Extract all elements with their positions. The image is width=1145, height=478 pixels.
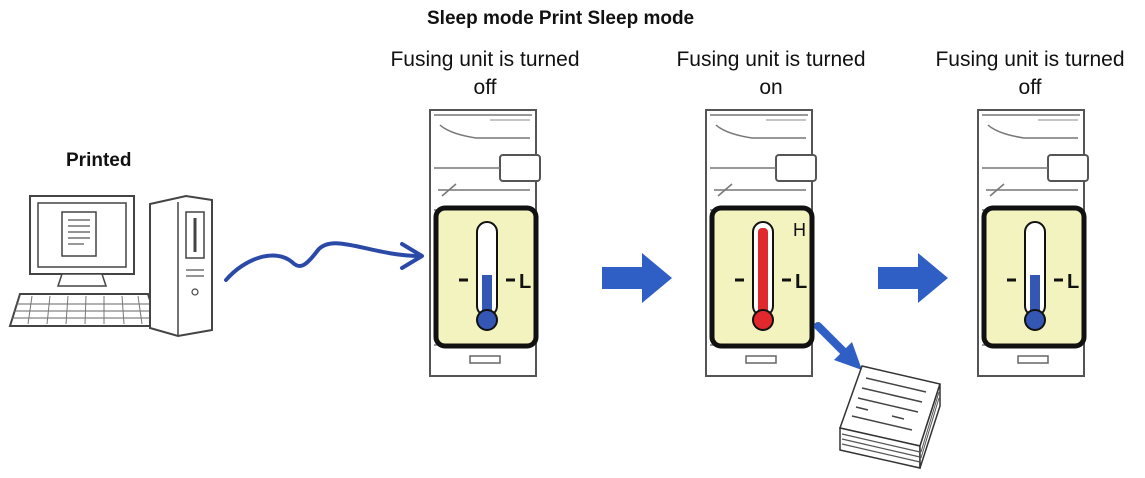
flow-arrow-1 <box>602 253 672 303</box>
pc-label: Printed <box>66 150 132 171</box>
label-low-2: L <box>795 271 807 293</box>
stage-3-caption-line1: Fusing unit is turned <box>935 48 1125 71</box>
fusing-panel-3 <box>981 205 1087 349</box>
mercury-hot <box>758 228 768 315</box>
label-high: H <box>793 220 806 240</box>
stage-2-caption-line2: on <box>759 76 783 99</box>
stage-3-caption-line2: off <box>1018 76 1042 99</box>
computer-keyboard <box>8 293 160 327</box>
diagram-title: Sleep mode Print Sleep mode <box>427 8 695 29</box>
mercury-cold-1 <box>482 275 492 315</box>
stage-3-caption: Fusing unit is turned off <box>905 46 1145 102</box>
printer-1 <box>429 109 541 377</box>
printer-2 <box>705 109 817 377</box>
stage-2-caption: Fusing unit is turned on <box>646 46 896 102</box>
printer-3 <box>977 109 1089 377</box>
print-signal-arrow <box>224 241 424 282</box>
flow-arrow-2 <box>878 253 948 303</box>
stage-1-caption-line2: off <box>473 76 497 99</box>
stage-2-caption-line1: Fusing unit is turned <box>676 48 866 71</box>
stage-1-caption: Fusing unit is turned off <box>360 46 610 102</box>
label-low-1: L <box>519 271 531 293</box>
bulb-cold-3 <box>1024 309 1046 331</box>
bulb-hot <box>752 309 774 331</box>
output-arrow <box>814 322 862 370</box>
stage-1-caption-line1: Fusing unit is turned <box>390 48 580 71</box>
bulb-cold-1 <box>476 309 498 331</box>
label-low-3: L <box>1067 271 1079 293</box>
computer-tower <box>149 194 213 338</box>
computer-illustration <box>8 194 213 338</box>
computer-monitor <box>29 195 135 287</box>
fusing-panel-2 <box>709 205 815 349</box>
mercury-cold-3 <box>1030 275 1040 315</box>
fusing-panel-1 <box>433 205 539 349</box>
printed-paper-stack <box>839 365 941 469</box>
